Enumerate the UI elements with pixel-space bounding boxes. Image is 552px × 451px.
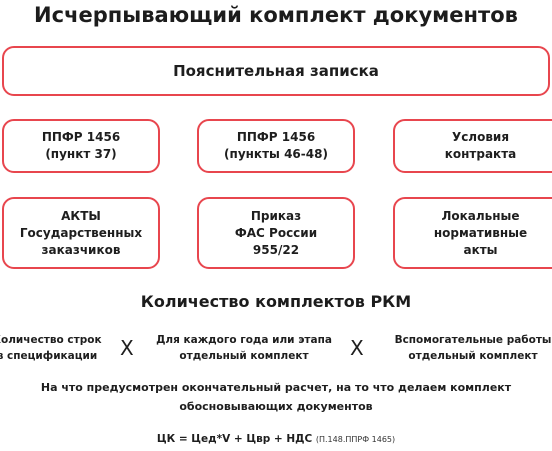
- multiply-sign: X: [350, 336, 364, 360]
- factor-line: отдельный комплект: [179, 350, 309, 362]
- factor-line: отдельный комплект: [408, 350, 538, 362]
- doc-box-line: акты: [463, 242, 498, 257]
- factor-spec-rows: Количество строк в спецификации: [0, 332, 110, 364]
- doc-box-line: контракта: [444, 147, 517, 161]
- price-formula: ЦК = Цед*V + Цвр + НДС (П.148.ППРФ 1465): [0, 432, 552, 447]
- doc-box-customer-acts: АКТЫ Государственных заказчиков: [2, 197, 160, 269]
- explanatory-note-box: Пояснительная записка: [2, 46, 550, 96]
- doc-box-ppfr-p46-48: ППФР 1456 (пункты 46-48): [197, 119, 355, 173]
- factor-line: Количество строк: [0, 334, 102, 346]
- doc-box-line: Государственных: [19, 225, 143, 240]
- doc-box-ppfr-p37: ППФР 1456 (пункт 37): [2, 119, 160, 173]
- final-calc-note: На что предусмотрен окончательный расчет…: [0, 378, 552, 416]
- formula-reference: (П.148.ППРФ 1465): [315, 435, 396, 444]
- doc-box-line: (пункты 46-48): [224, 147, 328, 161]
- note-line: обосновывающих документов: [179, 400, 373, 413]
- doc-box-line: Приказ: [250, 208, 302, 223]
- doc-box-line: ФАС России: [234, 225, 318, 240]
- multiply-sign: X: [120, 336, 134, 360]
- rkm-count-heading: Количество комплектов РКМ: [140, 292, 412, 311]
- doc-box-line: ППФР 1456: [236, 130, 316, 144]
- formula-main: ЦК = Цед*V + Цвр + НДС: [156, 433, 313, 445]
- doc-box-line: АКТЫ: [61, 208, 101, 223]
- explanatory-note-label: Пояснительная записка: [173, 62, 379, 80]
- doc-box-line: Локальные: [441, 208, 520, 223]
- factor-line: в спецификации: [0, 350, 98, 362]
- factor-per-year: Для каждого года или этапа отдельный ком…: [146, 332, 342, 364]
- doc-box-line: 955/22: [252, 242, 300, 257]
- factor-aux-works: Вспомогательные работы отдельный комплек…: [378, 332, 552, 364]
- doc-box-contract-terms: Условия контракта: [393, 119, 552, 173]
- doc-box-line: нормативные: [433, 225, 528, 240]
- doc-box-line: Условия: [451, 130, 510, 144]
- doc-box-fas-order: Приказ ФАС России 955/22: [197, 197, 355, 269]
- doc-box-line: ППФР 1456: [41, 130, 121, 144]
- note-line: На что предусмотрен окончательный расчет…: [40, 381, 512, 394]
- slide-title: Исчерпывающий комплект документов: [34, 3, 518, 27]
- doc-box-line: (пункт 37): [45, 147, 117, 161]
- doc-box-line: заказчиков: [41, 242, 121, 257]
- doc-box-local-acts: Локальные нормативные акты: [393, 197, 552, 269]
- factor-line: Для каждого года или этапа: [156, 334, 332, 346]
- factor-line: Вспомогательные работы: [394, 334, 552, 346]
